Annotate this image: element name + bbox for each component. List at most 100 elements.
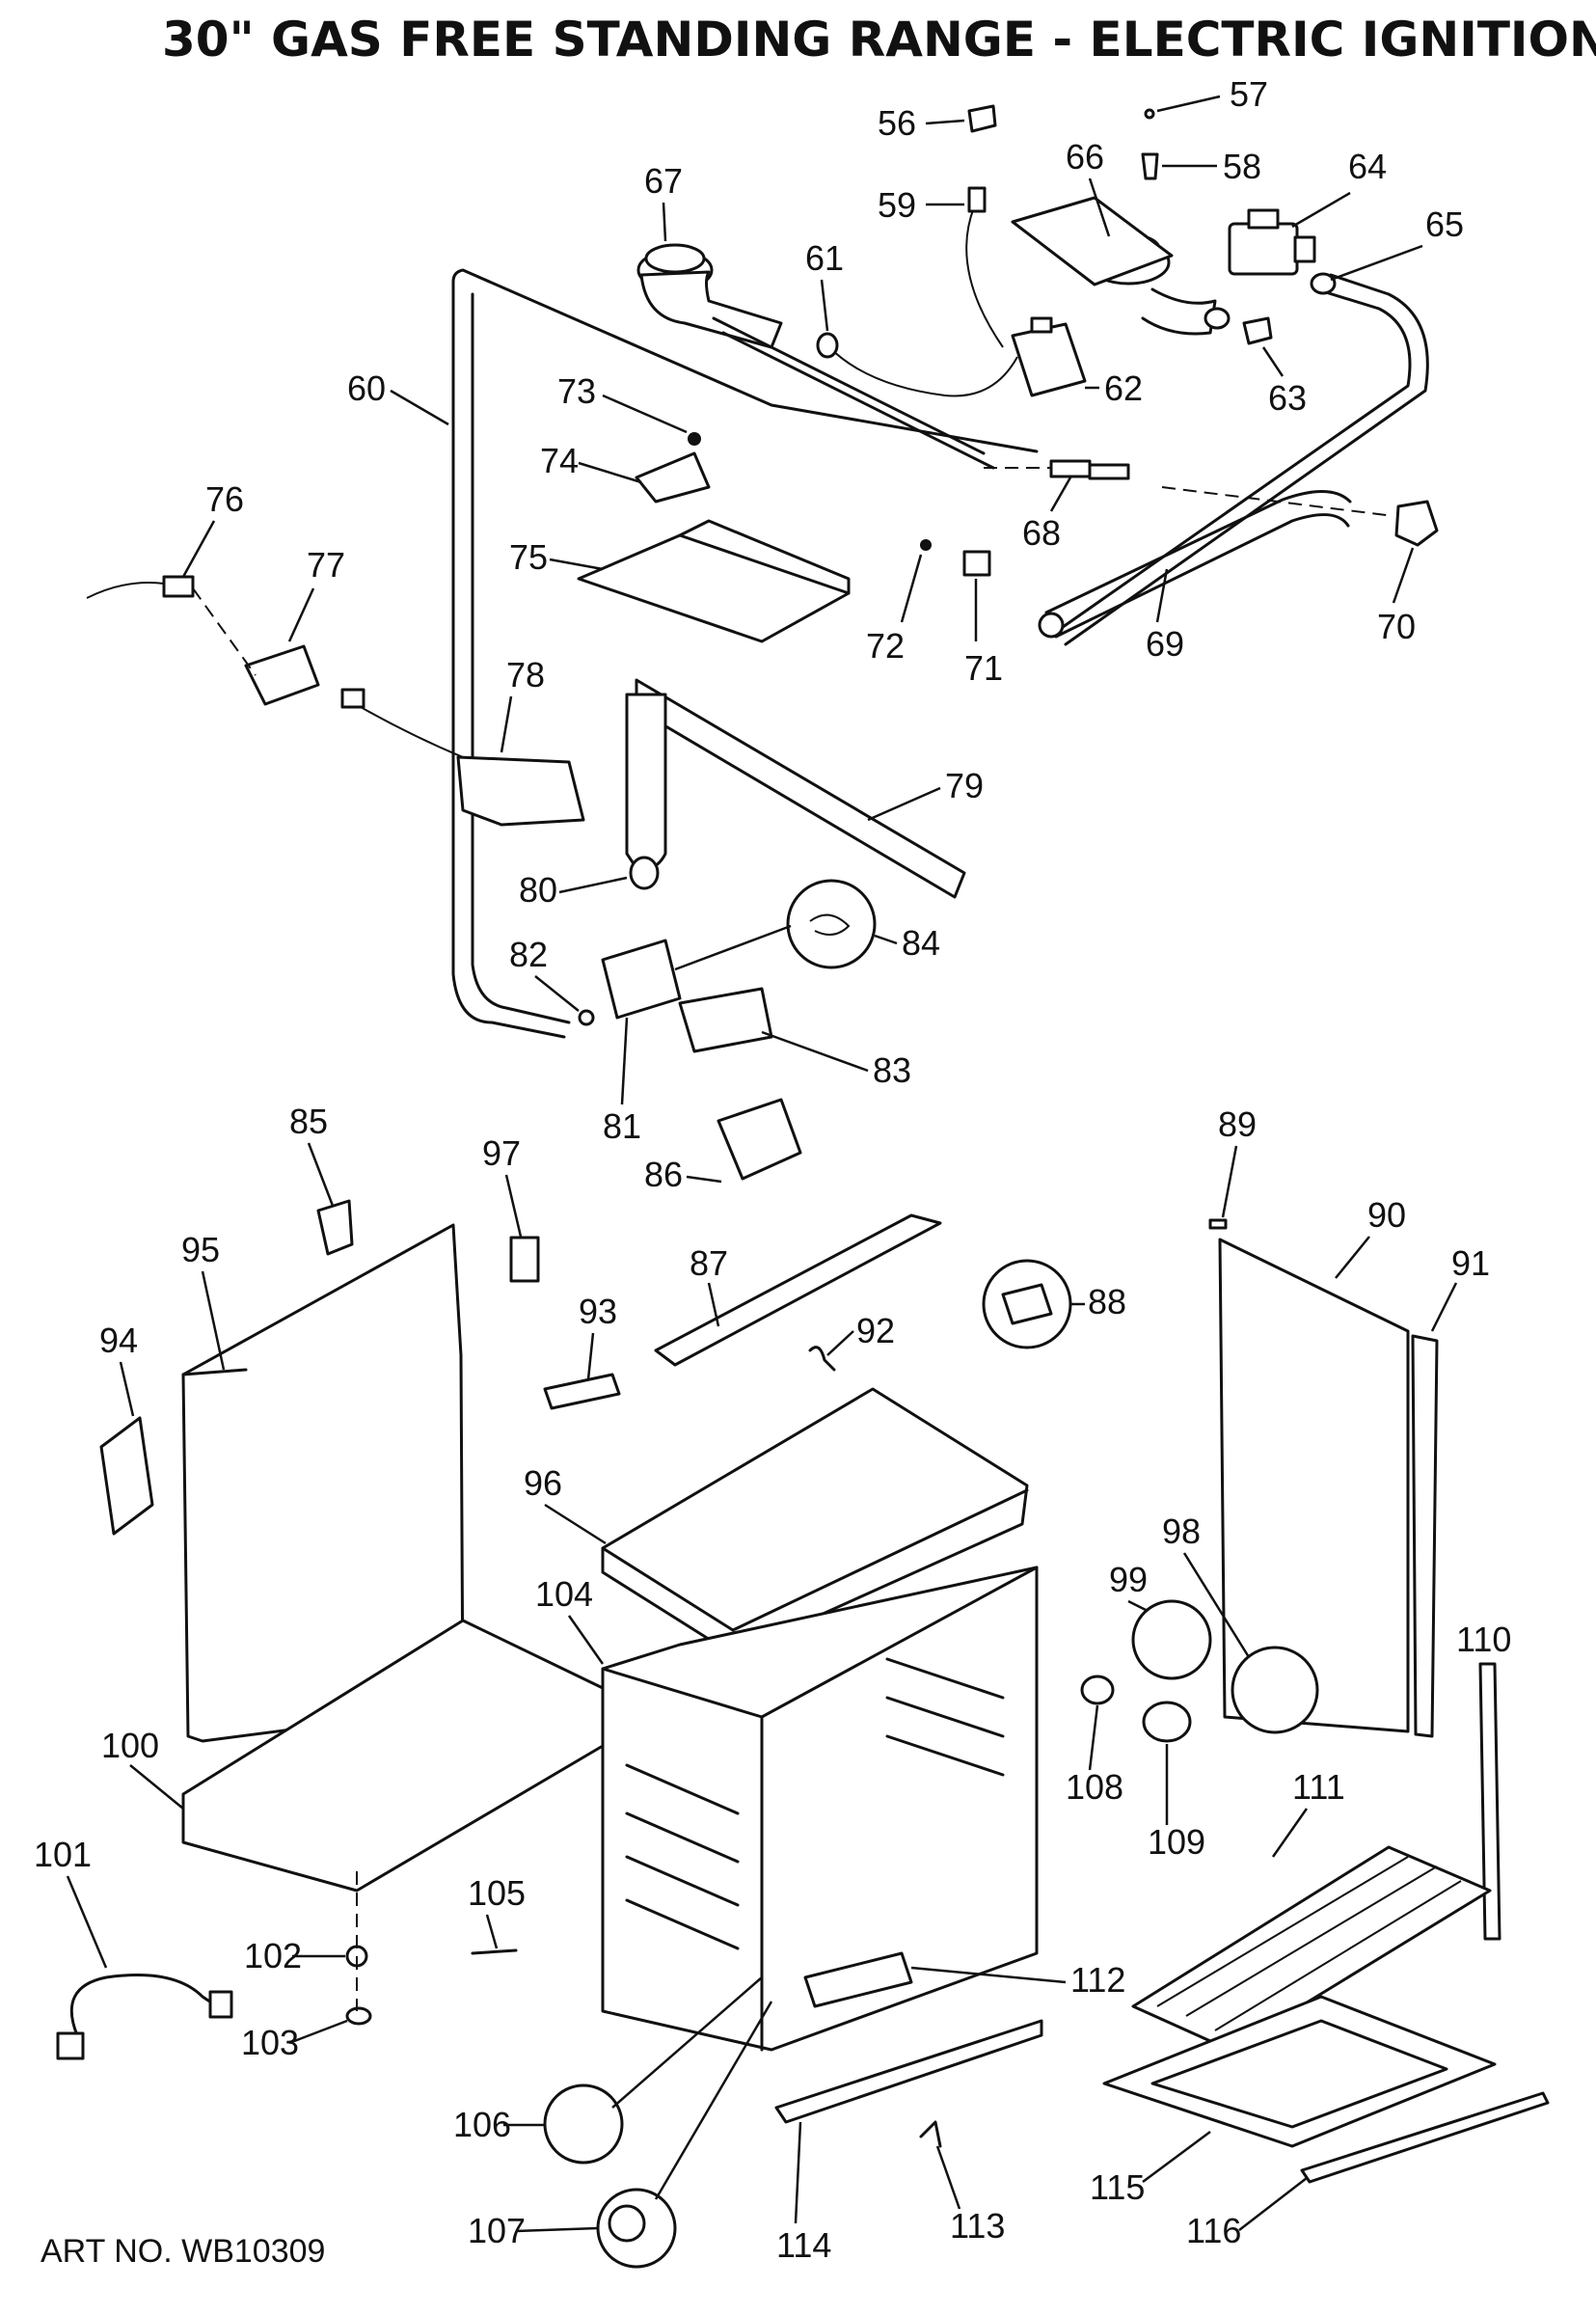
callout-111: 111: [1292, 1767, 1345, 1807]
trim-116: [1300, 2091, 1550, 2184]
callout-90: 90: [1367, 1195, 1406, 1235]
bulb-109: [1142, 1701, 1192, 1743]
manifold-69: [1044, 490, 1352, 614]
socket-108: [1080, 1675, 1115, 1705]
callout-67: 67: [644, 161, 683, 201]
callout-113: 113: [950, 2206, 1005, 2246]
callout-108: 108: [1066, 1767, 1123, 1807]
oven-burner-79: [635, 678, 966, 899]
callout-97: 97: [482, 1133, 521, 1173]
callout-73: 73: [557, 371, 596, 411]
callout-87: 87: [690, 1243, 728, 1283]
cord-plug-end: [56, 2031, 85, 2060]
manifold-69-b: [1054, 513, 1350, 639]
callout-99: 99: [1109, 1560, 1148, 1599]
orifice-58: [1141, 152, 1159, 180]
electrode-59: [967, 186, 987, 213]
gasket-91: [1411, 1334, 1439, 1738]
callout-59: 59: [878, 185, 916, 225]
base-100: [181, 1619, 605, 1893]
clip-92: [808, 1346, 836, 1372]
fitting-68: [984, 459, 1130, 480]
cord-plug: [208, 1990, 233, 2019]
callout-93: 93: [579, 1292, 617, 1331]
callout-100: 100: [101, 1726, 159, 1765]
callout-61: 61: [805, 238, 844, 278]
callout-96: 96: [524, 1463, 562, 1503]
trim-93: [543, 1373, 621, 1410]
callout-89: 89: [1218, 1104, 1257, 1144]
bracket-77: [244, 644, 320, 706]
inset-84: [786, 879, 877, 969]
valve-64: [1228, 208, 1316, 276]
terminal-97: [509, 1236, 540, 1283]
broiler-pan-115: [1102, 1995, 1497, 2148]
callout-63: 63: [1268, 378, 1307, 418]
shield-75: [577, 533, 851, 643]
callout-82: 82: [509, 935, 548, 974]
door-panel-90: [1218, 1238, 1410, 1733]
cover-86: [717, 1098, 802, 1181]
art-number: ART NO. WB10309: [41, 2233, 325, 2270]
callout-77: 77: [307, 545, 345, 585]
screw-72: [920, 539, 932, 551]
vent-94: [99, 1416, 154, 1536]
spark-module-62: [1011, 316, 1087, 397]
callout-104: 104: [535, 1574, 593, 1614]
valve-70: [1394, 500, 1439, 547]
manifold-tube-65: [1054, 287, 1412, 634]
callout-56: 56: [878, 103, 916, 143]
burner-box-96: [601, 1387, 1029, 1656]
top-burner-66: [1011, 196, 1231, 336]
tube-60-inner: [471, 292, 571, 1024]
manifold-frame-top: [451, 268, 1039, 453]
callout-79: 79: [945, 766, 984, 805]
callout-74: 74: [540, 441, 579, 480]
callout-114: 114: [776, 2225, 831, 2265]
callout-57: 57: [1230, 74, 1268, 114]
inset-88: [982, 1259, 1072, 1349]
callout-71: 71: [964, 648, 1003, 688]
callout-115: 115: [1090, 2167, 1145, 2207]
callout-81: 81: [603, 1106, 641, 1146]
callout-80: 80: [519, 870, 557, 910]
inset-98: [1231, 1646, 1319, 1734]
callout-95: 95: [181, 1230, 220, 1269]
screw-73: [688, 432, 701, 446]
trim-110: [1478, 1662, 1501, 1941]
screw-89: [1208, 1218, 1228, 1230]
orifice-80: [629, 856, 660, 890]
callout-116: 116: [1186, 2211, 1241, 2250]
rail-87: [654, 1213, 942, 1367]
callout-112: 112: [1070, 1960, 1125, 2000]
callout-69: 69: [1146, 624, 1184, 664]
screw-82: [578, 1009, 595, 1026]
power-cord-101: [69, 1974, 219, 2037]
wire-59: [965, 206, 1004, 348]
safety-valve-81: [601, 939, 682, 1020]
callout-86: 86: [644, 1155, 683, 1194]
callout-68: 68: [1022, 513, 1061, 553]
callout-83: 83: [873, 1050, 911, 1090]
callout-105: 105: [468, 1873, 526, 1913]
fitting-65: [1310, 272, 1337, 295]
callout-62: 62: [1104, 368, 1143, 408]
leveler-103: [345, 2006, 372, 2026]
callout-98: 98: [1162, 1512, 1201, 1551]
callout-66: 66: [1066, 137, 1104, 177]
callout-60: 60: [347, 368, 386, 408]
wire-61: [828, 346, 1018, 397]
wire-76: [86, 582, 165, 599]
manifold-end: [1038, 612, 1065, 639]
bracket-85: [316, 1199, 354, 1256]
callout-64: 64: [1348, 147, 1387, 186]
oven-rack-111: [1131, 1845, 1492, 2052]
screw-57: [1144, 108, 1155, 120]
callout-84: 84: [902, 923, 940, 963]
kick-panel-114: [774, 2019, 1043, 2124]
burner-tube-79: [625, 693, 667, 871]
inset-106: [543, 2084, 624, 2165]
diagram-title: 30" GAS FREE STANDING RANGE - ELECTRIC I…: [162, 12, 1596, 68]
clip-113: [919, 2120, 942, 2148]
